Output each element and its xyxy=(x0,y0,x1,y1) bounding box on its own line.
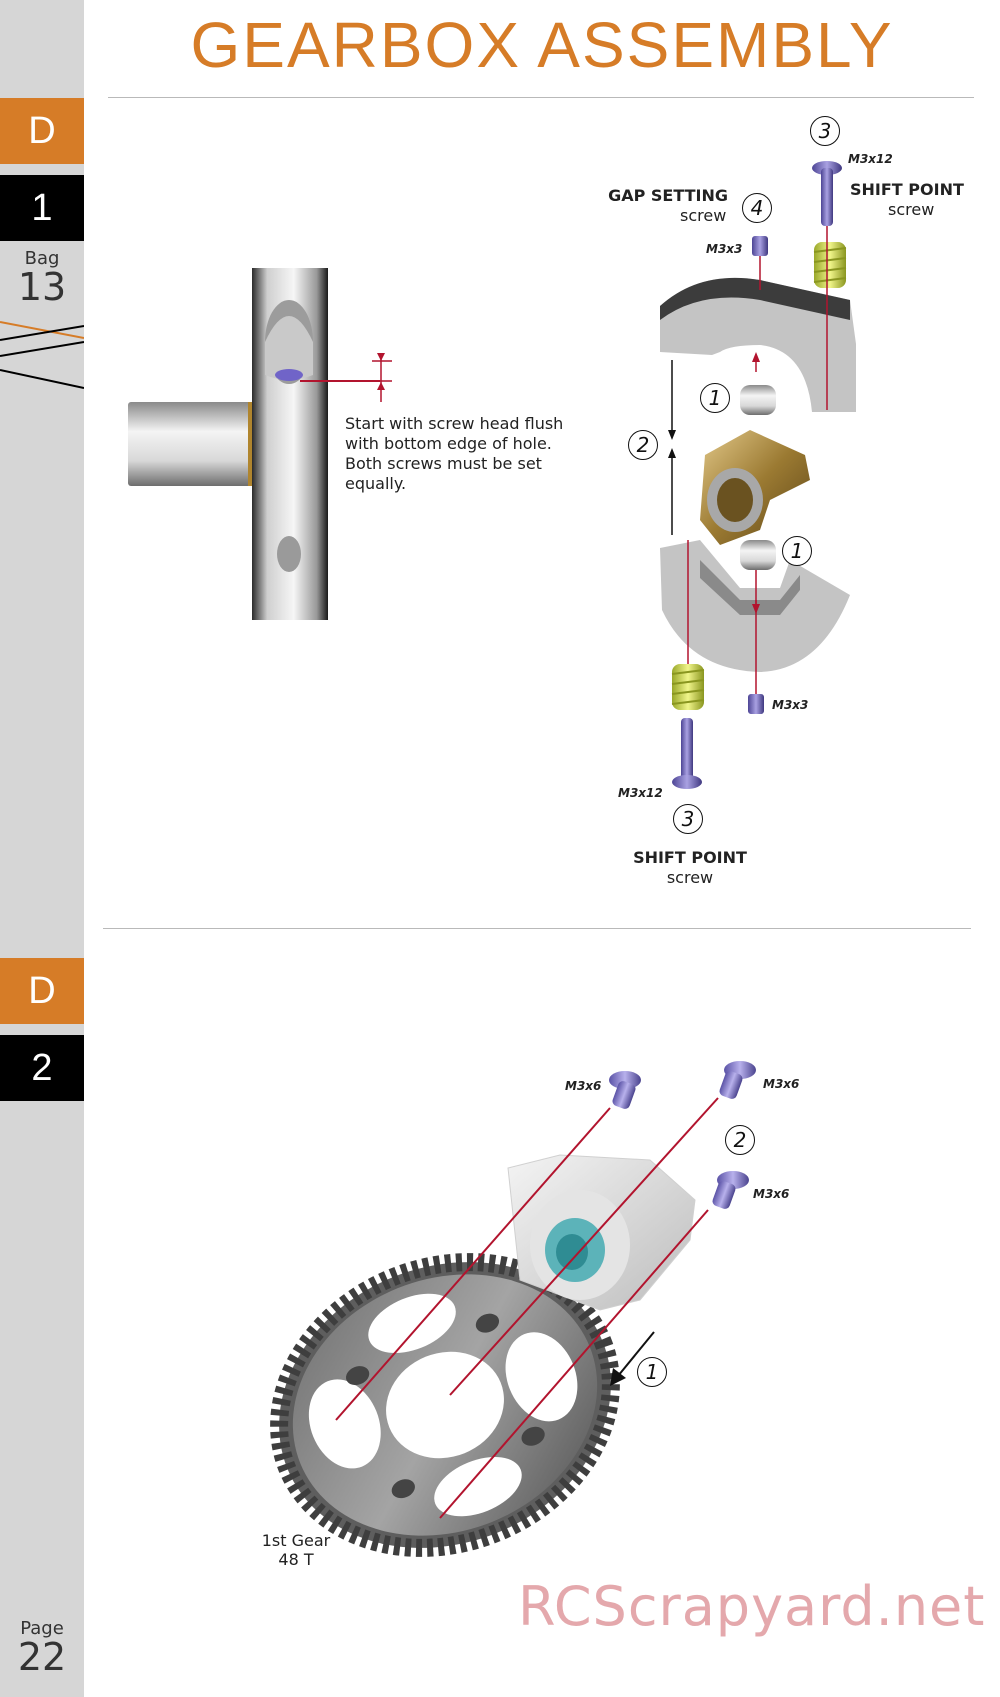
shift-point-top-sub: screw xyxy=(888,200,935,219)
watermark: RCScrapyard.net xyxy=(518,1575,986,1638)
callout-1-step2: 1 xyxy=(637,1357,667,1387)
gear-label: 1st Gear 48 T xyxy=(246,1531,346,1569)
shift-point-top-label: SHIFT POINT xyxy=(850,180,964,199)
step1-illustration xyxy=(128,161,856,789)
sidebar xyxy=(0,0,84,1697)
page-label: Page xyxy=(20,1618,64,1639)
shaft xyxy=(128,402,253,486)
screw-label-m3x6-3: M3x6 xyxy=(753,1187,790,1201)
gap-setting-label: GAP SETTING xyxy=(608,186,728,205)
page-title: GEARBOX ASSEMBLY xyxy=(190,9,894,81)
step-number-1: 1 xyxy=(0,175,84,241)
section-letter-d1: D xyxy=(0,98,84,164)
screw-label-m3x3-top: M3x3 xyxy=(706,242,743,256)
bag-label: Bag xyxy=(24,248,60,269)
callout-4: 4 xyxy=(742,193,772,223)
shift-point-bottom-sub: screw xyxy=(666,868,714,887)
step-number-2: 2 xyxy=(0,1035,84,1101)
callout-3-bottom: 3 xyxy=(673,804,703,834)
gear-label-teeth: 48 T xyxy=(278,1550,314,1569)
shift-point-bottom-label: SHIFT POINT xyxy=(633,848,747,867)
callout-2: 2 xyxy=(628,430,658,460)
callout-1-upper: 1 xyxy=(700,383,730,413)
screw-label-m3x6-1: M3x6 xyxy=(565,1079,602,1093)
screw-label-m3x3-bottom: M3x3 xyxy=(772,698,809,712)
bag-number: 13 xyxy=(17,265,67,309)
sidebar-lines xyxy=(0,321,84,389)
screw-label-m3x12-bottom: M3x12 xyxy=(618,786,663,800)
callout-3-top: 3 xyxy=(810,116,840,146)
callout-1-lower: 1 xyxy=(782,536,812,566)
page-number: 22 xyxy=(17,1635,67,1679)
section-divider xyxy=(103,928,971,929)
gap-setting-sub: screw xyxy=(680,206,727,225)
screw-setting-note: Start with screw head flush with bottom … xyxy=(345,414,564,493)
gear-label-name: 1st Gear xyxy=(261,1531,331,1550)
screw-label-m3x6-2: M3x6 xyxy=(763,1077,800,1091)
top-divider xyxy=(108,97,974,98)
screw-label-m3x12-top: M3x12 xyxy=(848,152,893,166)
callout-2-step2: 2 xyxy=(725,1125,755,1155)
section-letter-d2: D xyxy=(0,958,84,1024)
